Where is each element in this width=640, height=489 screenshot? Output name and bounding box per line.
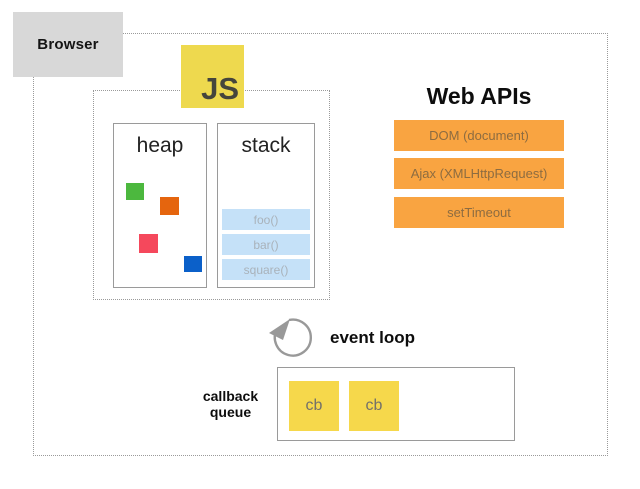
- js-logo-text: JS: [201, 71, 239, 106]
- callback-queue-box: cb cb: [277, 367, 515, 441]
- heap-red-square: [139, 234, 158, 253]
- stack-title: stack: [241, 134, 291, 157]
- heap-title: heap: [136, 134, 184, 157]
- stack-frames: foo() bar() square(): [222, 209, 310, 284]
- stack-box: stack foo() bar() square(): [217, 123, 315, 288]
- browser-label-box: Browser: [13, 12, 123, 77]
- stack-frame-foo: foo(): [222, 209, 310, 230]
- api-box-ajax: Ajax (XMLHttpRequest): [394, 158, 564, 189]
- callback-item: cb: [289, 381, 339, 431]
- api-box-settimeout: setTimeout: [394, 197, 564, 228]
- callback-queue-label-line2: queue: [209, 404, 252, 421]
- heap-green-square: [126, 183, 144, 200]
- callback-queue-label: callback queue: [193, 388, 268, 420]
- event-loop-label: event loop: [330, 328, 416, 347]
- browser-label: Browser: [37, 36, 99, 53]
- heap-blue-square: [184, 256, 202, 272]
- callback-item: cb: [349, 381, 399, 431]
- heap-box: heap: [113, 123, 207, 288]
- api-box-dom: DOM (document): [394, 120, 564, 151]
- callback-queue-label-line1: callback: [202, 388, 259, 404]
- event-loop-arrow-icon: [268, 312, 318, 362]
- stack-frame-bar: bar(): [222, 234, 310, 255]
- js-logo: JS: [181, 45, 244, 108]
- web-apis-title: Web APIs: [426, 83, 532, 109]
- stack-frame-square: square(): [222, 259, 310, 280]
- heap-orange-square: [160, 197, 179, 215]
